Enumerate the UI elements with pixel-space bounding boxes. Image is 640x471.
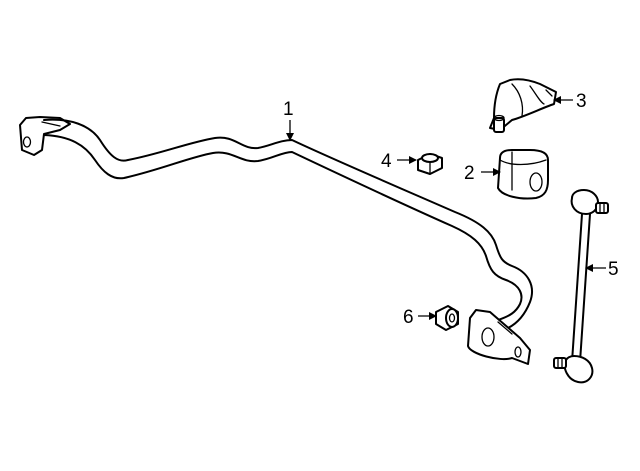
callout-labels: 1 2 3 4 5 6 (283, 91, 619, 328)
callout-6: 6 (403, 307, 414, 328)
nut[interactable] (417, 153, 443, 175)
callout-2: 2 (464, 163, 475, 184)
callout-1: 1 (283, 99, 294, 120)
callout-3: 3 (576, 91, 587, 112)
bushing-bracket[interactable] (489, 78, 557, 133)
stabilizer-link[interactable] (553, 189, 609, 384)
callout-4: 4 (381, 151, 392, 172)
bushing[interactable] (497, 149, 549, 200)
stabilizer-bar[interactable] (19, 116, 533, 365)
flange-nut[interactable] (435, 305, 459, 331)
leader-lines (286, 96, 606, 320)
callout-5: 5 (608, 259, 619, 280)
